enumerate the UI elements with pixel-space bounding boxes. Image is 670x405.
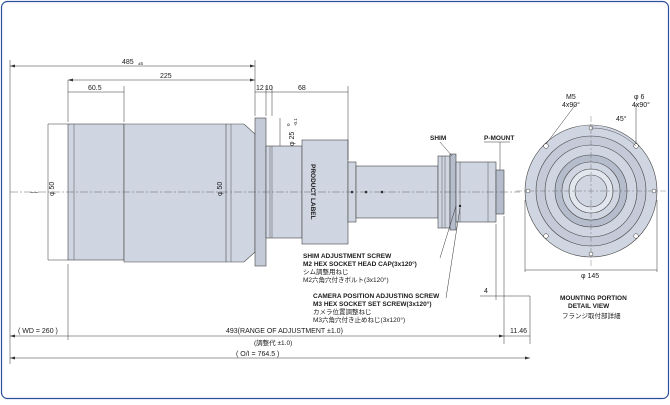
- taper-section: [123, 123, 256, 263]
- detail-leaders: [524, 103, 658, 272]
- dim-phi25-tol-lower: -0.1: [293, 118, 298, 126]
- shim-screw-jp2: M2六角穴付きボルト(3x120°): [303, 275, 389, 284]
- rear-tube: [355, 165, 439, 219]
- detail-phi6: φ 6: [634, 94, 644, 101]
- detail-holes: [525, 125, 657, 257]
- dim-range: 493(RANGE OF ADJUSTMENT ±1.0): [226, 328, 343, 335]
- detail-m5-count: 4x90°: [562, 101, 580, 109]
- arrowheads: [10, 64, 530, 360]
- detail-title-1: MOUNTING PORTION: [560, 295, 627, 302]
- dim-12: 12: [256, 85, 264, 92]
- dim-phi25: φ 25: [289, 132, 296, 146]
- dim-phi25-tol-upper: 0: [286, 123, 291, 126]
- detail-title-2: DETAIL VIEW: [568, 303, 610, 310]
- dim-4: 4: [484, 288, 488, 295]
- shim-label: SHIM: [430, 135, 446, 142]
- cam-screw-en2: M3 HEX SOCKET SET SCREW(3x120°): [313, 300, 432, 308]
- dim-phi50-front: φ 50: [49, 182, 56, 196]
- detail-phi6-count: 4x90°: [632, 101, 650, 109]
- detail-angle: 45°: [616, 115, 627, 123]
- cam-screw-jp1: カメラ位置調整ねじ: [313, 307, 372, 316]
- bottom-dimension-lines: [10, 216, 531, 359]
- product-label-text: PRODUCT LABEL: [309, 164, 316, 220]
- dim-10: 10: [265, 85, 273, 92]
- detail-crosshair: [516, 116, 666, 266]
- dim-oi: ( O/I = 764.5 ): [236, 351, 279, 358]
- dim-225: 225: [160, 73, 172, 80]
- cam-screw-en1: CAMERA POSITION ADJUSTING SCREW: [313, 293, 440, 300]
- dim-485-tol: ±5: [138, 61, 143, 66]
- dim-68: 68: [298, 85, 306, 92]
- top-dimension-lines: [9, 60, 349, 364]
- detail-title-jp: フランジ取付部詳細: [562, 311, 621, 320]
- break-mark-left: ~~: [30, 190, 38, 197]
- dim-60-5: 60.5: [88, 85, 102, 92]
- detail-phi145: φ 145: [581, 273, 599, 280]
- dim-485: 485: [122, 59, 134, 66]
- detail-m5: M5: [566, 94, 576, 101]
- shim-screw-en2: M2 HEX SOCKET HEAD CAP(3x120°): [303, 260, 417, 268]
- dim-11-46: 11.46: [510, 328, 527, 335]
- dim-wd: ( WD = 260 ): [18, 328, 58, 335]
- shim-screw-jp1: シム調整用ねじ: [303, 267, 349, 276]
- p-mount-label: P-MOUNT: [484, 135, 514, 142]
- dim-range-jp: (調整代 ±1.0): [254, 338, 292, 347]
- dim-phi50-mid: φ 50: [217, 182, 224, 196]
- shim-screw-en1: SHIM ADJUSTMENT SCREW: [303, 253, 392, 260]
- cam-screw-jp2: M3六角穴付き止めねじ(3x120°): [313, 315, 405, 324]
- callout-lines: [439, 141, 510, 299]
- diameter-lines: [47, 118, 281, 262]
